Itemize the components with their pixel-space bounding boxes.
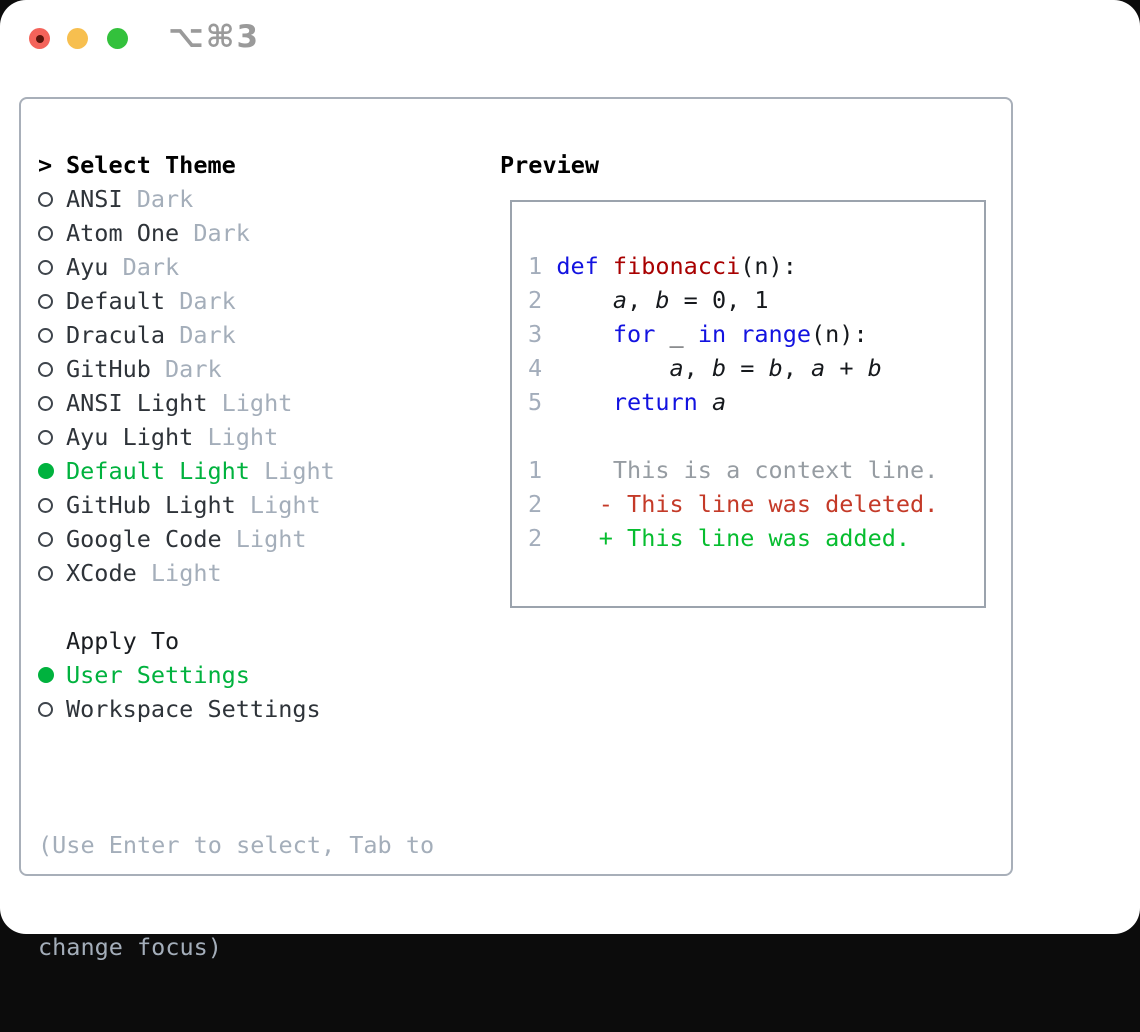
theme-option-default[interactable]: Default Dark (38, 284, 434, 318)
theme-option-label: ANSI (66, 185, 123, 213)
theme-variant-label: Dark (150, 355, 222, 383)
theme-option-ansi-light[interactable]: ANSI Light Light (38, 386, 434, 420)
help-text: (Use Enter to select, Tab to change focu… (38, 760, 434, 1032)
radio-icon (38, 259, 66, 275)
preview-header: Preview (500, 148, 599, 182)
radio-icon (38, 429, 66, 445)
apply-option-user-settings[interactable]: User Settings (38, 658, 434, 692)
line-number: 1 (528, 252, 543, 280)
apply-option-label: User Settings (66, 661, 250, 689)
theme-option-google-code[interactable]: Google Code Light (38, 522, 434, 556)
theme-variant-label: Light (235, 491, 321, 519)
theme-variant-label: Dark (108, 253, 180, 281)
line-number: 2 (528, 286, 543, 314)
theme-variant-label: Light (136, 559, 222, 587)
minimize-button[interactable] (67, 28, 88, 49)
radio-icon (38, 293, 66, 309)
theme-option-label: Ayu (66, 253, 109, 281)
theme-option-label: XCode (66, 559, 137, 587)
line-number: 2 (528, 524, 543, 552)
theme-option-label: ANSI Light (66, 389, 208, 417)
radio-icon (38, 497, 66, 513)
apply-option-workspace-settings[interactable]: Workspace Settings (38, 692, 434, 726)
preview-line: 3 for _ in range(n): (528, 320, 868, 348)
preview-title: Preview (500, 151, 600, 179)
theme-variant-label: Dark (165, 287, 236, 315)
line-number: 3 (528, 320, 543, 348)
theme-option-atom-one[interactable]: Atom One Dark (38, 216, 434, 250)
radio-icon (38, 701, 66, 717)
apply-option-label: Workspace Settings (66, 695, 321, 723)
preview-line: 1 def fibonacci(n): (528, 252, 797, 280)
radio-selected-icon (38, 463, 66, 479)
select-theme-title: Select Theme (66, 151, 236, 179)
theme-option-label: Default (66, 287, 166, 315)
theme-variant-label: Light (249, 457, 335, 485)
preview-line: 2 - This line was deleted. (528, 490, 939, 518)
theme-option-xcode[interactable]: XCode Light (38, 556, 434, 590)
theme-option-label: Atom One (66, 219, 180, 247)
radio-icon (38, 361, 66, 377)
theme-option-label: GitHub Light (66, 491, 236, 519)
radio-selected-icon (38, 667, 66, 683)
line-number: 4 (528, 354, 543, 382)
theme-option-label: GitHub (66, 355, 151, 383)
preview-code: 1 def fibonacci(n): 2 a, b = 0, 1 3 for _ … (512, 202, 984, 555)
radio-icon (38, 565, 66, 581)
theme-option-label: Default Light (66, 457, 250, 485)
theme-variant-label: Dark (122, 185, 194, 213)
theme-variant-label: Light (193, 423, 279, 451)
preview-line: 1 This is a context line. (528, 456, 939, 484)
theme-variant-label: Dark (179, 219, 250, 247)
theme-option-default-light[interactable]: Default Light Light (38, 454, 434, 488)
theme-option-ansi[interactable]: ANSI Dark (38, 182, 434, 216)
radio-icon (38, 395, 66, 411)
preview-line: 2 + This line was added. (528, 524, 911, 552)
theme-option-github-light[interactable]: GitHub Light Light (38, 488, 434, 522)
theme-option-ayu[interactable]: Ayu Dark (38, 250, 434, 284)
close-dot-icon (35, 34, 44, 43)
help-line-1: (Use Enter to select, Tab to (38, 831, 435, 859)
preview-line: 4 a, b = b, a + b (528, 354, 882, 382)
close-button[interactable] (29, 28, 50, 49)
theme-variant-label: Dark (165, 321, 236, 349)
apply-to-title: Apply To (66, 627, 180, 655)
help-line-2: change focus) (38, 933, 222, 961)
theme-option-label: Google Code (66, 525, 222, 553)
line-number: 2 (528, 490, 543, 518)
radio-icon (38, 191, 66, 207)
select-theme-header: > Select Theme (38, 148, 434, 182)
apply-to-header: Apply To (38, 624, 434, 658)
theme-option-label: Dracula (66, 321, 166, 349)
prompt-icon: > (38, 151, 53, 179)
radio-icon (38, 531, 66, 547)
titlebar: ⌥⌘3 (0, 0, 1140, 97)
radio-icon (38, 327, 66, 343)
theme-option-github[interactable]: GitHub Dark (38, 352, 434, 386)
line-number: 1 (528, 456, 543, 484)
preview-line: 5 return a (528, 388, 727, 416)
theme-variant-label: Light (207, 389, 293, 417)
theme-variant-label: Light (221, 525, 307, 553)
maximize-button[interactable] (107, 28, 128, 49)
preview-line (528, 419, 984, 453)
preview-line: 2 a, b = 0, 1 (528, 286, 769, 314)
window-title: ⌥⌘3 (168, 19, 261, 55)
line-number: 5 (528, 388, 543, 416)
theme-option-label: Ayu Light (66, 423, 194, 451)
radio-icon (38, 225, 66, 241)
preview-box: 1 def fibonacci(n): 2 a, b = 0, 1 3 for _ … (510, 200, 986, 608)
theme-option-ayu-light[interactable]: Ayu Light Light (38, 420, 434, 454)
theme-option-dracula[interactable]: Dracula Dark (38, 318, 434, 352)
